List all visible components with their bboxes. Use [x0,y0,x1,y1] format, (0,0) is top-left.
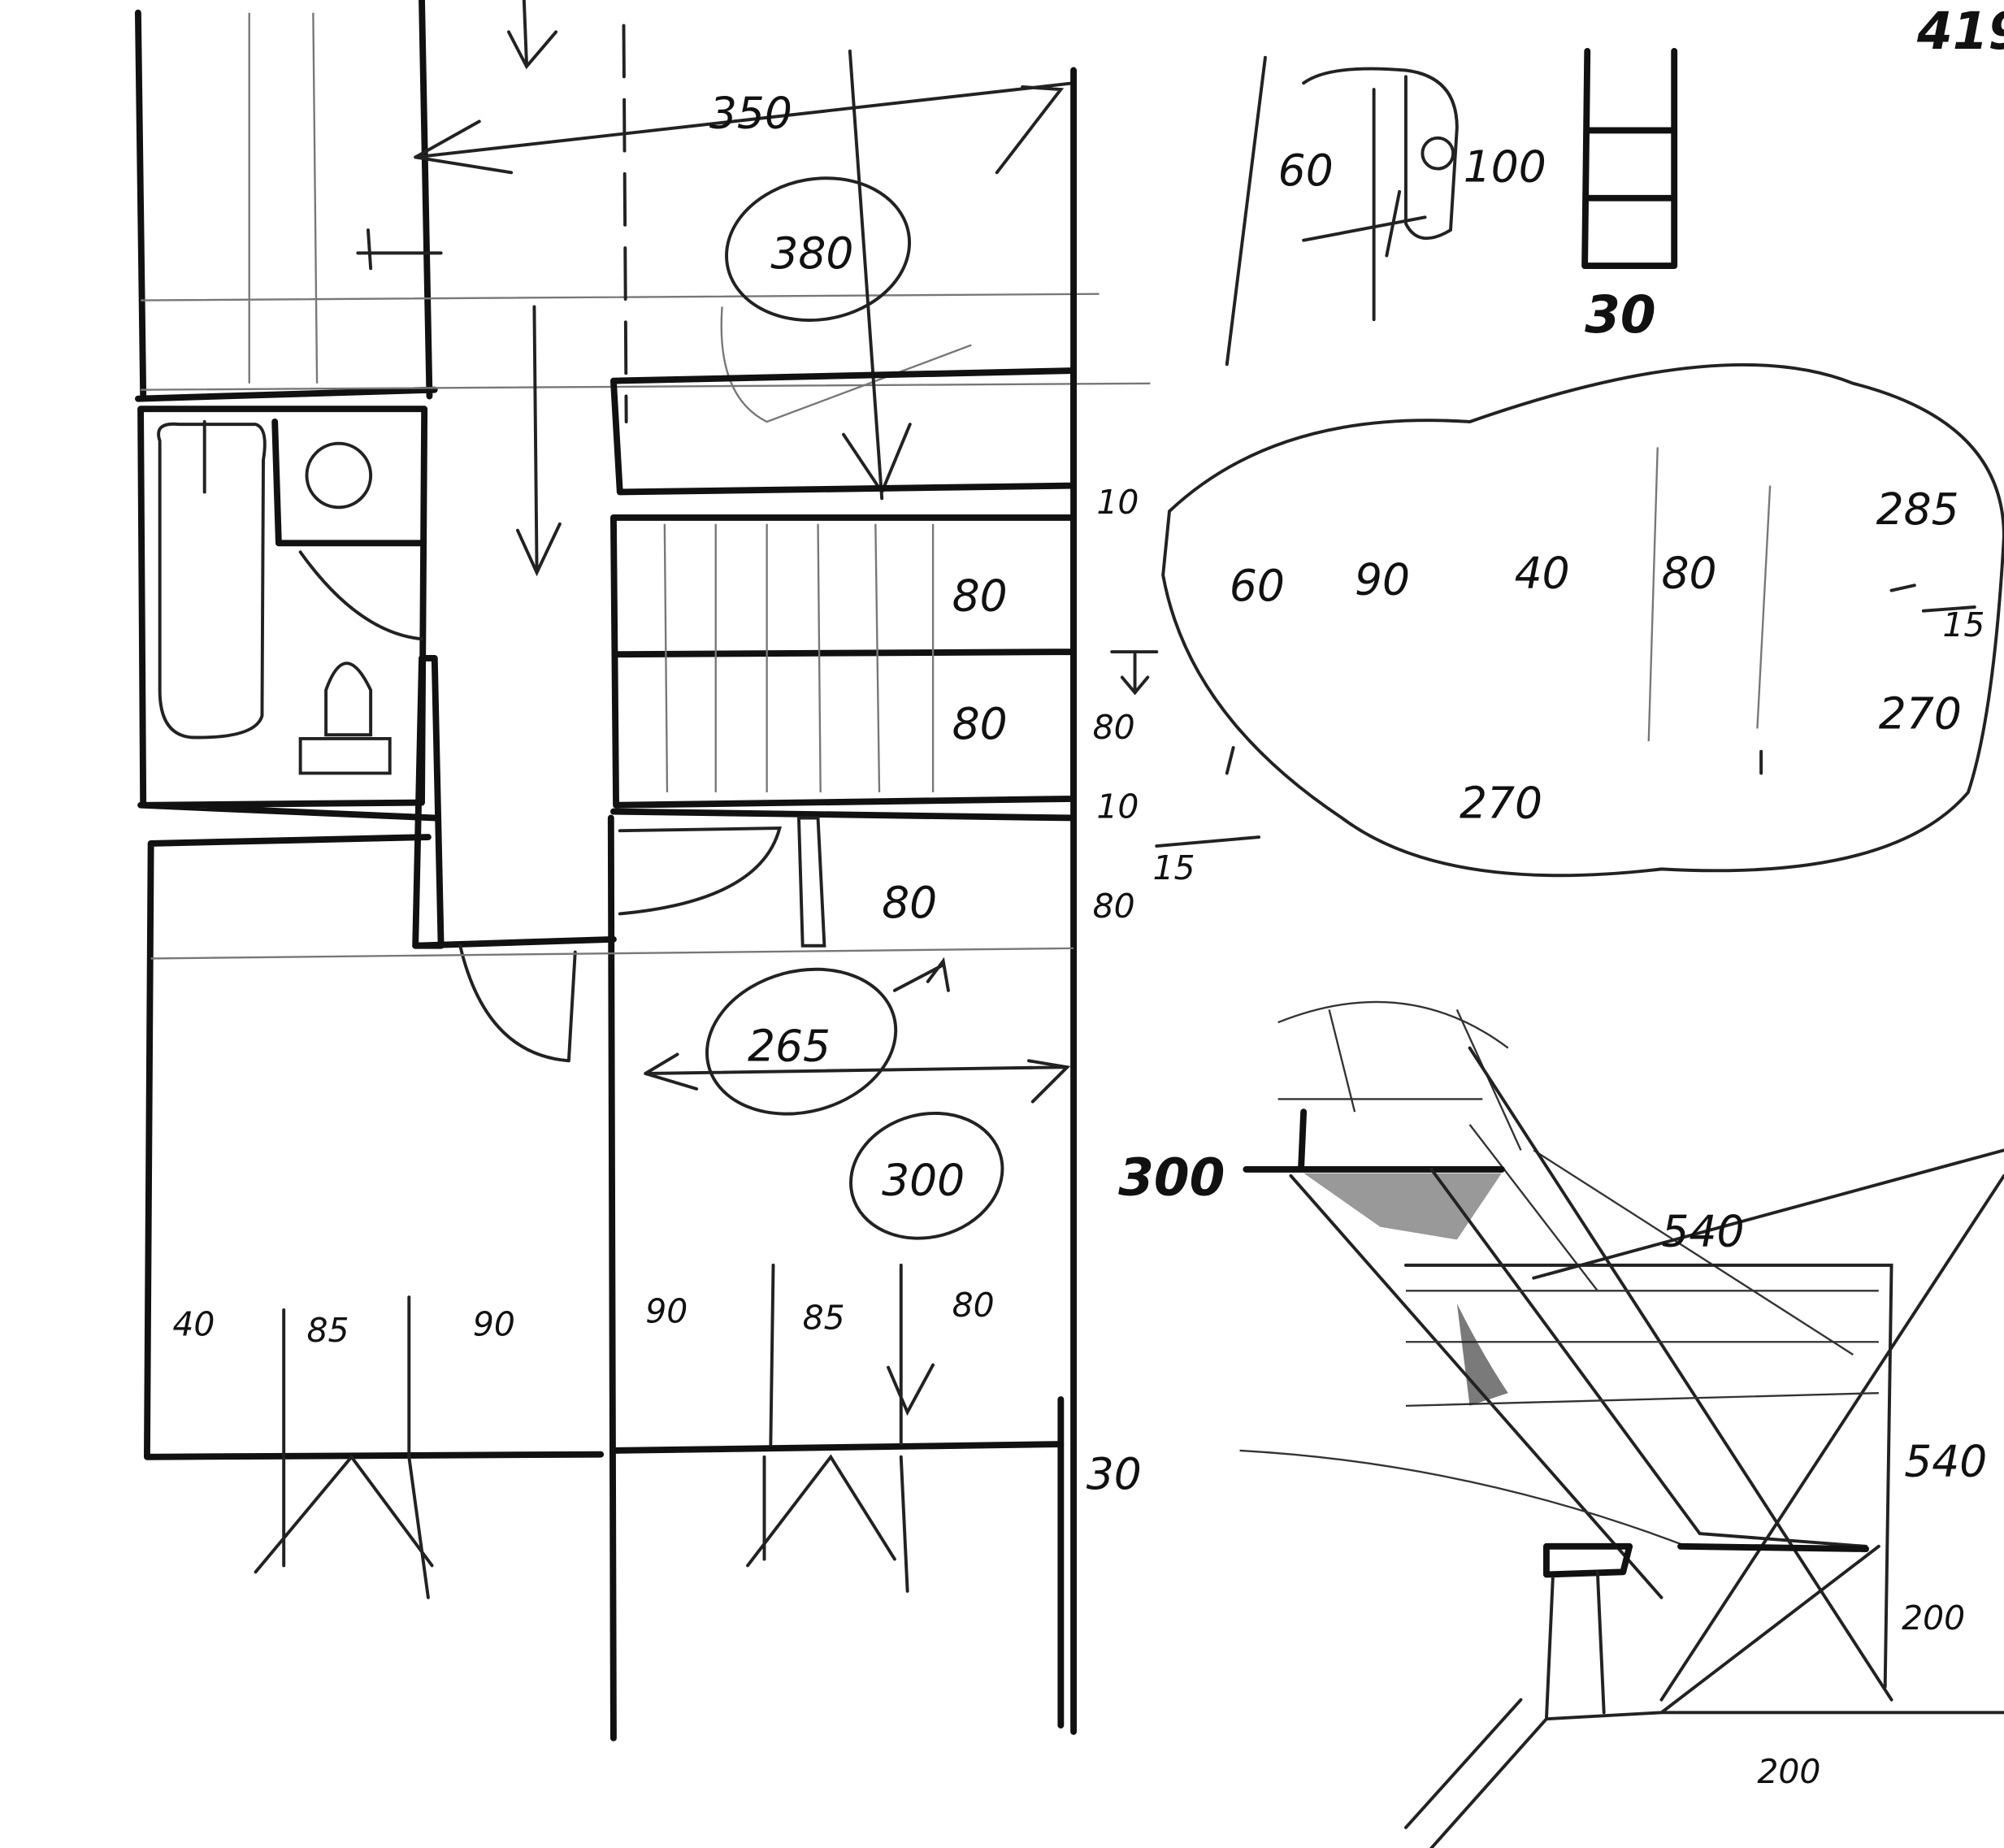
dim-bottom-4: 90 [645,1292,688,1331]
dim-bottom-1: 40 [172,1304,215,1343]
persp-top: 540 [1661,1205,1744,1256]
dim-top-room: 380 [770,228,853,279]
bubble-value-1: 60 [1230,560,1285,611]
dim-stair-row-1: 80 [952,570,1008,622]
dim-right-2: 80 [1093,708,1135,747]
dim-bottom-2: 85 [306,1311,349,1350]
dim-side: 15 [1153,848,1195,887]
dim-top-width: 350 [709,87,792,138]
bubble-right-total: 270 [1879,688,1962,739]
persp-height: 300 [1118,1147,1225,1207]
detail-width: 60 [1278,145,1334,196]
detail-shelf-width: 30 [1585,285,1656,345]
dim-wall-depth: 30 [1087,1448,1142,1499]
bubble-right-minus: 15 [1942,605,1984,644]
dim-mid-door: 80 [882,877,937,928]
dim-bottom-5: 85 [803,1299,845,1338]
dim-lower-room: 300 [882,1154,965,1205]
bubble-value-4: 80 [1661,547,1716,598]
bubble-value-3: 40 [1515,547,1570,598]
page-number: 419 [1916,2,2004,61]
dimension-bubble: 60 90 40 80 270 285 15 270 [1161,362,2004,878]
dim-right-3: 10 [1096,787,1139,826]
bubble-value-2: 90 [1355,553,1410,605]
perspective-sketch: 300 540 540 200 200 [1118,1000,2004,1848]
bubble-right-top: 285 [1876,484,1959,535]
detail-depth: 100 [1464,141,1546,192]
persp-side: 540 [1904,1435,1987,1486]
dim-right-4: 80 [1093,887,1135,926]
furniture-detail: 60 100 30 [1225,47,1678,367]
persp-base-b: 200 [1757,1752,1820,1791]
dim-bottom-3: 90 [473,1304,515,1343]
bubble-total: 270 [1460,777,1542,828]
floor-plan: 350 380 80 80 10 80 10 80 15 80 265 300 … [134,0,1261,1742]
dim-right-1: 10 [1096,483,1139,522]
dim-bottom-6: 80 [952,1286,995,1325]
persp-base-a: 200 [1902,1599,1965,1638]
dim-stair-row-2: 80 [952,698,1008,749]
dim-lower-width: 265 [748,1020,831,1071]
